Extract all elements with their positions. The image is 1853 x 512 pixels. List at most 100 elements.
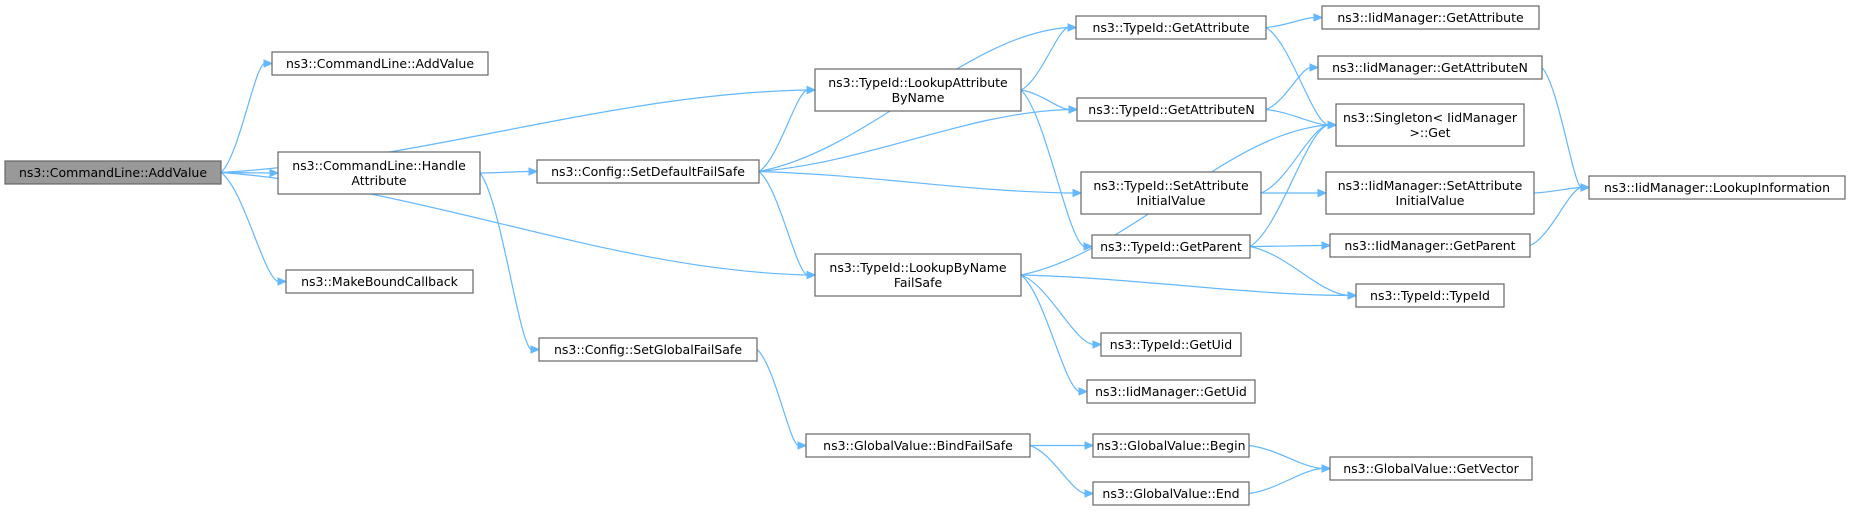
node-box [1329,233,1531,258]
node-label: ns3::GlobalValue::End [1102,486,1239,501]
edge-arrowhead [1083,242,1094,251]
edge-lookupattr-to-getattrn [1020,89,1070,111]
node-singleton[interactable]: ns3::Singleton< IidManager >::Get [1335,103,1525,147]
node-iid-getattrn[interactable]: ns3::IidManager::GetAttributeN [1317,55,1543,80]
node-box [271,51,489,76]
node-getattrn[interactable]: ns3::TypeId::GetAttributeN [1076,97,1267,122]
edge-arrowhead [269,168,280,178]
edge-arrowhead [1067,23,1078,32]
node-gv-begin[interactable]: ns3::GlobalValue::Begin [1092,433,1250,458]
edge-arrowhead [277,277,288,286]
edge-lookupbyname-to-iid-getuid [1020,274,1080,393]
node-label: ns3::TypeId::GetParent [1100,239,1242,254]
node-box [1335,103,1525,147]
edge-gv-begin-to-gv-getvector [1248,444,1323,470]
node-box [1100,332,1242,357]
node-box [1321,5,1540,30]
edge-arrowhead [530,345,541,354]
node-label: ns3::TypeId::TypeId [1370,288,1490,303]
node-box [4,160,222,185]
node-box [1325,171,1535,215]
node-label: ns3::CommandLine::Handle [292,158,466,173]
node-label: ns3::IidManager::GetUid [1095,384,1247,399]
edge-iid-setattr-to-iid-lookup [1533,186,1582,194]
edge-arrowhead [806,270,817,280]
node-box [1317,55,1543,80]
node-iid-getuid[interactable]: ns3::IidManager::GetUid [1086,379,1256,404]
edge-arrowhead [1072,188,1083,198]
edge-root-to-makebound [220,172,279,283]
node-label: ns3::IidManager::GetAttributeN [1332,60,1528,75]
node-label: InitialValue [1396,193,1465,208]
edge-lookupattr-to-getattr [1020,26,1069,91]
edge-getparent-to-iid-getparent [1249,244,1323,248]
edge-lookupbyname-to-typeid-typeid [1020,274,1349,297]
node-typeid-typeid[interactable]: ns3::TypeId::TypeId [1355,283,1505,308]
node-label: ns3::IidManager::GetParent [1344,238,1515,253]
edge-root-to-cl-addvalue2 [220,62,265,173]
node-label: ns3::TypeId::LookupByName [829,260,1006,275]
edge-cl-handle-to-setglobal [479,172,532,350]
node-root[interactable]: ns3::CommandLine::AddValue [4,160,222,185]
edge-setdefault-to-lookupattr [758,89,808,173]
node-getparent[interactable]: ns3::TypeId::GetParent [1091,234,1251,259]
edge-lookupattr-to-getparent [1020,89,1085,248]
edge-getparent-to-singleton [1249,124,1329,248]
node-iid-setattr[interactable]: ns3::IidManager::SetAttributeInitialValu… [1325,171,1535,215]
node-box [1091,234,1251,259]
edge-arrowhead [1078,387,1089,396]
node-box [1075,15,1267,40]
edge-arrowhead [1321,464,1332,473]
node-label: ns3::MakeBoundCallback [301,274,459,289]
node-label: ByName [892,90,945,105]
node-label: ns3::IidManager::LookupInformation [1604,180,1830,195]
node-label: ns3::TypeId::SetAttribute [1093,178,1249,193]
node-box [1092,481,1250,506]
node-iid-getparent[interactable]: ns3::IidManager::GetParent [1329,233,1531,258]
node-getattr[interactable]: ns3::TypeId::GetAttribute [1075,15,1267,40]
node-gv-getvector[interactable]: ns3::GlobalValue::GetVector [1329,456,1533,481]
edge-arrowhead [1092,340,1103,349]
node-label: FailSafe [894,275,943,290]
node-box [805,433,1031,458]
node-gv-end[interactable]: ns3::GlobalValue::End [1092,481,1250,506]
node-setglobal[interactable]: ns3::Config::SetGlobalFailSafe [538,337,758,362]
node-box [1092,433,1250,458]
edge-arrowhead [263,59,274,68]
node-cl-addvalue2[interactable]: ns3::CommandLine::AddValue [271,51,489,76]
node-box [1329,456,1533,481]
node-label: ns3::TypeId::LookupAttribute [828,75,1008,90]
node-getuid[interactable]: ns3::TypeId::GetUid [1100,332,1242,357]
node-label: ns3::TypeId::GetAttributeN [1088,102,1254,117]
node-label: ns3::TypeId::GetAttribute [1092,20,1249,35]
node-iid-lookup[interactable]: ns3::IidManager::LookupInformation [1588,175,1846,200]
node-iid-getattr[interactable]: ns3::IidManager::GetAttribute [1321,5,1540,30]
node-box [1080,171,1262,215]
edge-setglobal-to-bindfailsafe [756,349,799,447]
edge-arrowhead [1580,183,1591,192]
node-bindfailsafe[interactable]: ns3::GlobalValue::BindFailSafe [805,433,1031,458]
node-setdefault[interactable]: ns3::Config::SetDefaultFailSafe [536,159,760,184]
edge-arrowhead [1317,188,1328,198]
edges-layer [220,13,1591,498]
edge-arrowhead [528,167,539,176]
node-label: ns3::IidManager::GetAttribute [1337,10,1524,25]
edge-arrowhead [1084,441,1095,450]
node-label: ns3::GlobalValue::BindFailSafe [823,438,1013,453]
edge-arrowhead [1313,13,1324,22]
node-label: ns3::GlobalValue::GetVector [1343,461,1519,476]
node-label: ns3::Config::SetGlobalFailSafe [554,342,742,357]
edge-setdefault-to-setattrinit [758,170,1074,194]
node-label: ns3::GlobalValue::Begin [1096,438,1245,453]
edge-arrowhead [797,441,808,450]
node-makebound[interactable]: ns3::MakeBoundCallback [285,269,474,294]
edge-lookupbyname-to-getuid [1020,274,1094,346]
edge-arrowhead [1309,63,1320,72]
nodes-layer: ns3::CommandLine::AddValuens3::CommandLi… [4,5,1846,506]
node-box [1076,97,1267,122]
